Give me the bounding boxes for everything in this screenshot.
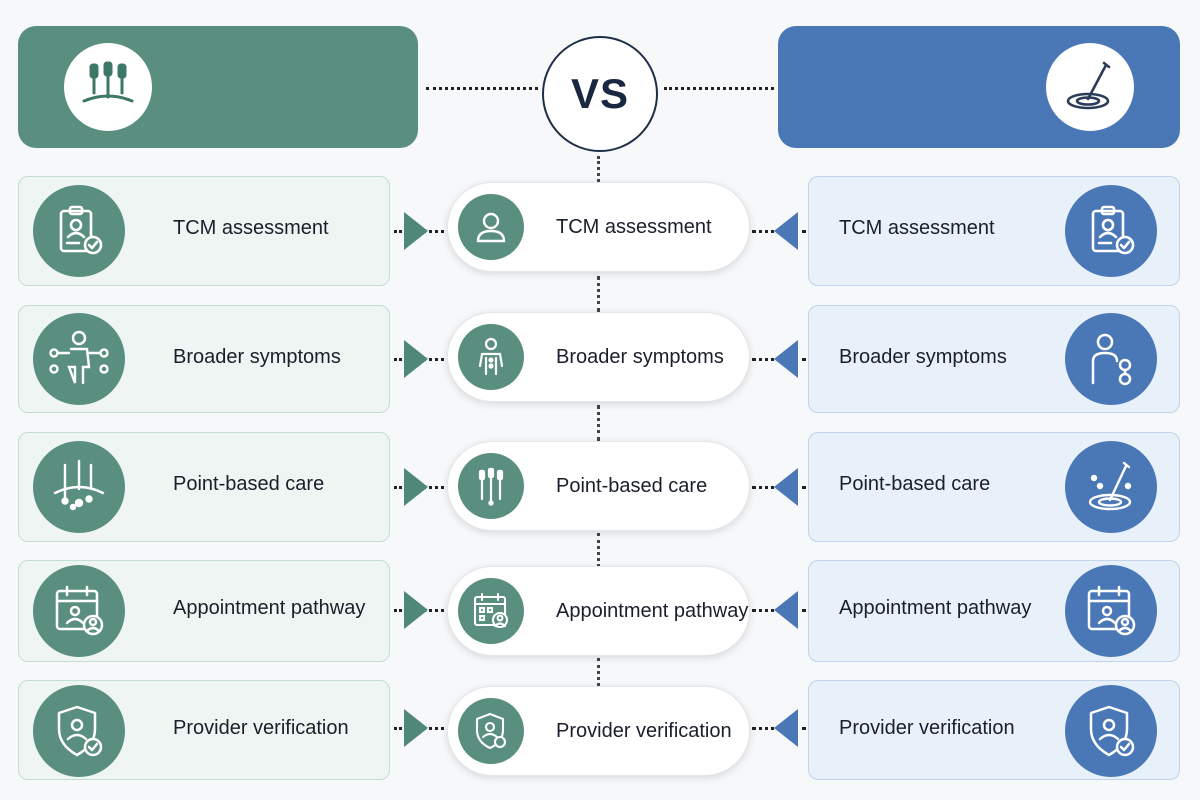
shield-user-check-icon (33, 685, 125, 777)
left-card-broader-symptoms: Broader symptoms (18, 305, 390, 413)
right-arrow-4 (774, 709, 798, 747)
left-arrow-3 (404, 591, 428, 629)
right-label-point-based-care: Point-based care (839, 473, 991, 495)
clipboard-profile-check-icon (1065, 185, 1157, 277)
needles-icon (458, 453, 524, 519)
right-header-banner (778, 26, 1180, 148)
right-label-tcm-assessment: TCM assessment (839, 217, 995, 239)
center-card-tcm-assessment: TCM assessment (447, 182, 750, 272)
center-card-appointment-pathway: Appointment pathway (447, 566, 750, 656)
right-card-broader-symptoms: Broader symptoms (808, 305, 1180, 413)
header-connector-right (664, 87, 774, 90)
right-arrow-1 (774, 340, 798, 378)
user-icon (458, 194, 524, 260)
calendar-user-icon (458, 578, 524, 644)
left-label-provider-verification: Provider verification (173, 717, 349, 739)
right-card-appointment-pathway: Appointment pathway (808, 560, 1180, 662)
center-label-tcm-assessment: TCM assessment (556, 216, 712, 238)
left-label-tcm-assessment: TCM assessment (173, 217, 329, 239)
right-label-provider-verification: Provider verification (839, 717, 1015, 739)
right-label-appointment-pathway: Appointment pathway (839, 597, 1032, 619)
right-label-broader-symptoms: Broader symptoms (839, 346, 1007, 368)
center-card-broader-symptoms: Broader symptoms (447, 312, 750, 402)
header-connector-left (426, 87, 538, 90)
calendar-user-icon (1065, 565, 1157, 657)
left-card-tcm-assessment: TCM assessment (18, 176, 390, 286)
acupuncture-needles-icon (82, 61, 134, 103)
needle-target-icon (1065, 441, 1157, 533)
center-card-provider-verification: Provider verification (447, 686, 750, 776)
left-label-broader-symptoms: Broader symptoms (173, 346, 341, 368)
person-links-icon (1065, 313, 1157, 405)
right-arrow-3 (774, 591, 798, 629)
right-logo-badge (1046, 43, 1134, 131)
clipboard-profile-check-icon (33, 185, 125, 277)
center-label-point-based-care: Point-based care (556, 475, 708, 497)
left-card-point-based-care: Point-based care (18, 432, 390, 542)
body-outline-icon (458, 324, 524, 390)
right-arrow-2 (774, 468, 798, 506)
right-arrow-0 (774, 212, 798, 250)
left-label-point-based-care: Point-based care (173, 473, 325, 495)
left-arrow-1 (404, 340, 428, 378)
center-connector-3 (597, 533, 600, 567)
left-card-appointment-pathway: Appointment pathway (18, 560, 390, 662)
right-card-point-based-care: Point-based care (808, 432, 1180, 542)
needles-dots-icon (33, 441, 125, 533)
center-connector-2 (597, 405, 600, 441)
calendar-user-icon (33, 565, 125, 657)
center-card-point-based-care: Point-based care (447, 441, 750, 531)
center-label-provider-verification: Provider verification (556, 720, 732, 742)
left-label-appointment-pathway: Appointment pathway (173, 597, 366, 619)
shield-user-icon (458, 698, 524, 764)
left-arrow-0 (404, 212, 428, 250)
body-points-icon (33, 313, 125, 405)
left-header-banner (18, 26, 418, 148)
vs-badge: VS (542, 36, 658, 152)
center-connector-4 (597, 658, 600, 686)
left-card-provider-verification: Provider verification (18, 680, 390, 780)
center-connector-1 (597, 276, 600, 312)
left-arrow-2 (404, 468, 428, 506)
left-logo-badge (64, 43, 152, 131)
center-label-broader-symptoms: Broader symptoms (556, 346, 724, 368)
center-connector-0 (597, 156, 600, 182)
left-arrow-4 (404, 709, 428, 747)
right-card-provider-verification: Provider verification (808, 680, 1180, 780)
vs-label: VS (570, 70, 630, 117)
shield-user-check-icon (1065, 685, 1157, 777)
right-card-tcm-assessment: TCM assessment (808, 176, 1180, 286)
center-label-appointment-pathway: Appointment pathway (556, 600, 749, 622)
needle-target-icon (1066, 61, 1111, 110)
